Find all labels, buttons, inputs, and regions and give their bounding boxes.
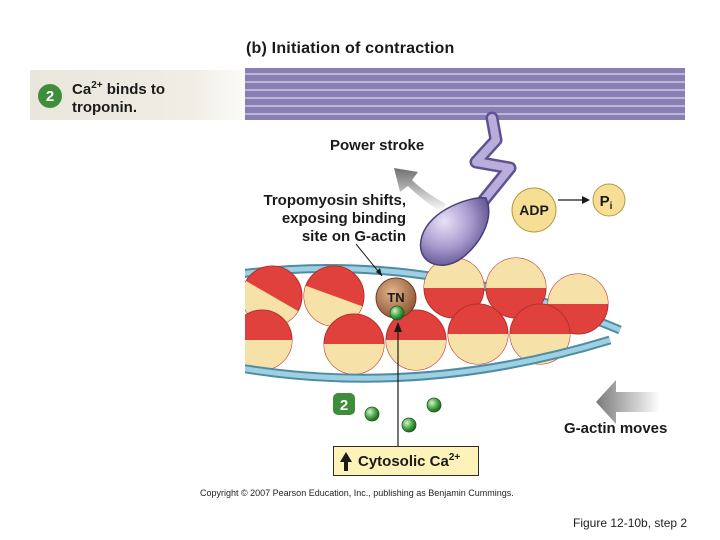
tropomyosin-label: Tropomyosin shifts, exposing binding sit… [240, 192, 406, 246]
step-banner [30, 70, 260, 120]
step-text-line2: troponin. [72, 99, 137, 116]
pi-label: Pi [600, 193, 613, 212]
tn-label: TN [387, 290, 404, 305]
actin-filament [245, 257, 622, 383]
step-marker-label: 2 [340, 397, 348, 414]
pi-molecule [592, 183, 626, 217]
g-actin-top-row [245, 257, 609, 335]
up-arrow-icon [340, 452, 352, 471]
tropomyosin-label-line2: exposing binding [281, 210, 406, 227]
figure-caption: Figure 12-10b, step 2 [573, 516, 688, 530]
figure-title: (b) Initiation of contraction [246, 40, 455, 57]
cytosolic-calcium-box: Cytosolic Ca2+ [333, 446, 479, 476]
calcium-ion [426, 397, 442, 413]
step-description: Ca2+ binds to troponin. [72, 77, 165, 117]
g-actin-moves-arrow [596, 380, 660, 424]
bound-calcium-ion [389, 305, 405, 321]
cytosolic-calcium-label: Cytosolic Ca2+ [358, 452, 461, 470]
power-stroke-label: Power stroke [330, 137, 424, 154]
step-text-rest: binds to [102, 81, 166, 98]
calcium-ion [401, 417, 417, 433]
power-stroke-arrow [394, 168, 446, 212]
calcium-ion [364, 406, 380, 422]
tropomyosin-label-line3: site on G-actin [301, 228, 406, 245]
step-marker [333, 393, 355, 415]
adp-label: ADP [519, 202, 549, 218]
myosin-head [419, 197, 490, 266]
step-number-badge: 2 [38, 84, 62, 108]
step-text-ca: Ca [72, 81, 92, 98]
g-actin-moves-label: G-actin moves [564, 420, 667, 437]
tropomyosin-label-line1: Tropomyosin shifts, [263, 192, 406, 209]
step-text-sup: 2+ [91, 80, 103, 91]
adp-molecule [511, 187, 557, 233]
copyright-notice: Copyright © 2007 Pearson Education, Inc.… [200, 488, 514, 498]
thick-filament [245, 68, 685, 120]
